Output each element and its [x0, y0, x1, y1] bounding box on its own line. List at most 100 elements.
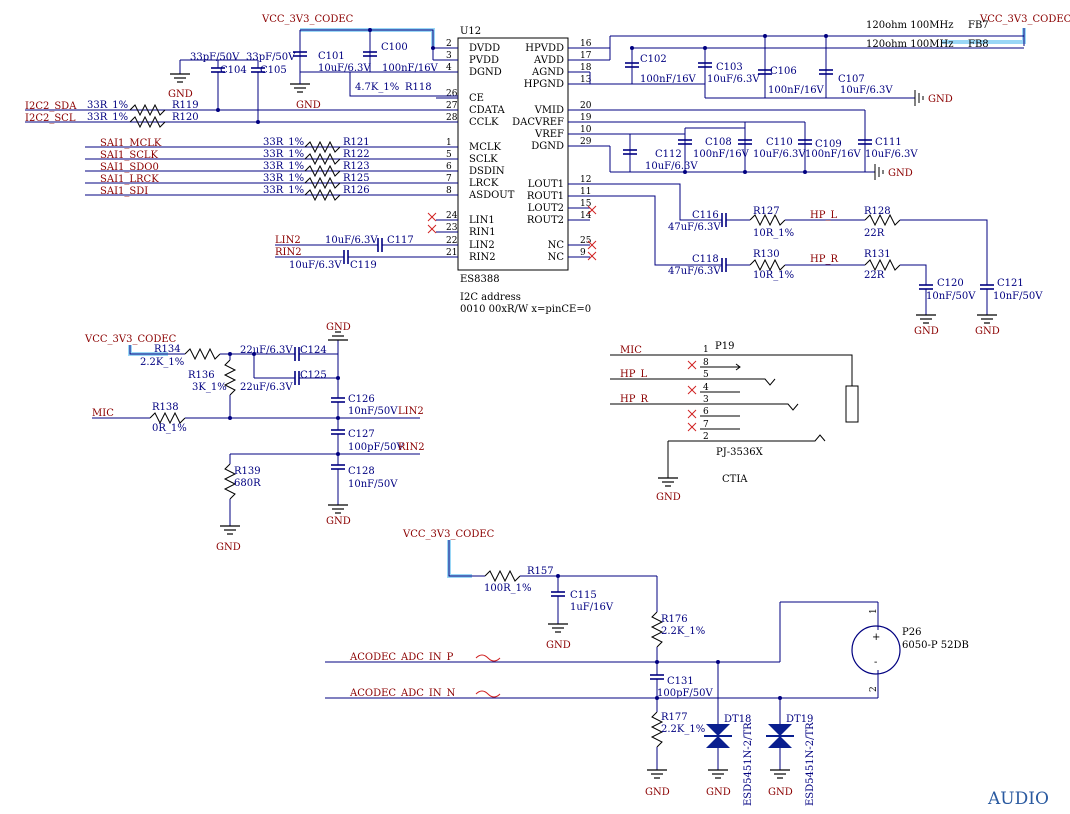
- c127-ref: C127: [348, 429, 375, 440]
- pin-num-right-12: 25: [580, 236, 592, 246]
- p19-standard: CTIA: [722, 474, 748, 485]
- pin-num-right-9: 11: [580, 187, 591, 197]
- pin-name-left-6: MCLK: [469, 142, 502, 153]
- pin-name-right-11: ROUT2: [527, 215, 564, 226]
- r134-val: 2.2K_1%: [140, 357, 184, 368]
- net-lin2-mic: LIN2: [398, 406, 424, 417]
- adc-mic-section: VCC_3V3_CODEC R157 100R_1% GND C115 1uF/…: [325, 529, 969, 806]
- pin-name-left-5: CCLK: [469, 117, 499, 128]
- r139-ref: R139: [234, 466, 261, 477]
- pin-num-left-9: 7: [446, 174, 452, 184]
- r119-val: 33R_1%: [87, 100, 128, 111]
- pin-num-left-8: 6: [446, 162, 452, 172]
- gnd-label-12: GND: [645, 787, 670, 798]
- r177-val: 2.2K_1%: [661, 724, 705, 735]
- chip-right-pins: 16HPVDD17AVDD18AGND13HPGND20VMID19DACVRE…: [512, 39, 592, 263]
- r136-val: 3K_1%: [192, 382, 227, 393]
- r121-val: 33R_1%: [263, 137, 304, 148]
- c117-val: 10uF/6.3V: [325, 235, 378, 246]
- dt18-ref: DT18: [724, 714, 751, 725]
- r127-val: 10R_1%: [753, 228, 794, 239]
- p26-mic-circle: [851, 625, 901, 675]
- c115-ref: C115: [570, 590, 597, 601]
- c111-ref: C111: [875, 137, 902, 148]
- mic-bias-section: VCC_3V3_CODEC R134 2.2K_1% R136 3K_1% GN…: [84, 322, 425, 553]
- pin-num-right-11: 14: [580, 211, 592, 221]
- c127-val: 100pF/50V: [348, 442, 405, 453]
- c100-val: 100nF/16V: [382, 63, 439, 74]
- c125-val: 22uF/6.3V: [240, 382, 293, 393]
- pin-name-left-9: LRCK: [469, 178, 499, 189]
- c103-ref: C103: [716, 62, 743, 73]
- r176-val: 2.2K_1%: [661, 626, 705, 637]
- gnd-label-13: GND: [706, 787, 731, 798]
- net-mic-jack: MIC: [620, 345, 642, 356]
- p26-pin1: 1: [869, 608, 879, 614]
- r120-val: 33R_1%: [87, 112, 128, 123]
- r119-ref: R119: [172, 100, 199, 111]
- pin-num-left-5: 28: [446, 113, 458, 123]
- c102-val: 100nF/16V: [640, 74, 697, 85]
- gnd-label-11: GND: [546, 640, 571, 651]
- r131-val: 22R: [864, 270, 885, 281]
- c106-ref: C106: [770, 66, 797, 77]
- vcc-label-top: VCC_3V3_CODEC: [261, 14, 354, 25]
- pin-name-left-7: SCLK: [469, 154, 498, 165]
- pin-name-left-13: LIN2: [469, 240, 495, 251]
- pin-name-right-1: AVDD: [533, 55, 564, 66]
- r128-val: 22R: [864, 228, 885, 239]
- pin-num-right-2: 18: [580, 63, 592, 73]
- pin-name-right-6: VREF: [534, 129, 564, 140]
- p26-val: 6050-P 52DB: [902, 640, 969, 651]
- dt19-ref: DT19: [786, 714, 813, 725]
- c105-ref: C105: [260, 65, 287, 76]
- r126-ref: R126: [343, 185, 370, 196]
- pin-num-left-10: 8: [446, 186, 452, 196]
- c102-ref: C102: [640, 54, 667, 65]
- pin-name-right-10: LOUT2: [528, 203, 564, 214]
- pin-num-right-6: 10: [580, 125, 592, 135]
- pin-num-right-8: 12: [580, 175, 591, 185]
- c103-val: 10uF/6.3V: [707, 74, 760, 85]
- pin-num-left-1: 3: [446, 51, 452, 61]
- pin-name-right-9: ROUT1: [527, 191, 564, 202]
- c104-val: 33pF/50V: [190, 52, 240, 63]
- c126-ref: C126: [348, 394, 375, 405]
- pin-num-right-7: 29: [580, 137, 592, 147]
- analog-power-section: VCC_3V3_CODEC 120ohm 100MHz FB7 120ohm 1…: [568, 14, 1070, 180]
- p26-plus: +: [872, 632, 880, 643]
- r118-ref: R118: [405, 82, 432, 93]
- gnd-label-9: GND: [216, 542, 241, 553]
- gnd-label-14: GND: [768, 787, 793, 798]
- pin-name-right-4: VMID: [534, 105, 564, 116]
- pin-name-left-8: DSDIN: [469, 166, 505, 177]
- pin-num-left-14: 21: [446, 248, 457, 258]
- c120-ref: C120: [937, 278, 964, 289]
- sheet-title: AUDIO: [987, 789, 1049, 809]
- c126-val: 10nF/50V: [348, 406, 398, 417]
- c110-val: 10uF/6.3V: [753, 149, 806, 160]
- c121-ref: C121: [997, 278, 1024, 289]
- c119-ref: C119: [350, 260, 377, 271]
- pin-name-left-1: PVDD: [469, 55, 499, 66]
- c107-val: 10uF/6.3V: [840, 85, 893, 96]
- c101-ref: C101: [318, 51, 345, 62]
- net-hp-r: HP_R: [810, 254, 838, 265]
- net-adc-p: ACODEC_ADC_IN_P: [349, 652, 454, 663]
- dt19-val: ESD5451N-2/TR: [805, 722, 816, 806]
- c131-ref: C131: [667, 676, 694, 687]
- c109-ref: C109: [815, 139, 842, 150]
- p26-minus: -: [874, 657, 877, 668]
- net-sai-lrck: SAI1_LRCK: [100, 174, 159, 185]
- pin-name-right-13: NC: [548, 252, 565, 263]
- r125-ref: R125: [343, 173, 370, 184]
- c121-val: 10nF/50V: [993, 291, 1043, 302]
- p19-pin-3: 3: [703, 395, 709, 405]
- c115-val: 1uF/16V: [570, 602, 614, 613]
- pin-num-left-11: 24: [446, 211, 458, 221]
- fb7-val: 120ohm 100MHz: [866, 20, 954, 31]
- c128-ref: C128: [348, 466, 375, 477]
- c119-val: 10uF/6.3V: [289, 260, 342, 271]
